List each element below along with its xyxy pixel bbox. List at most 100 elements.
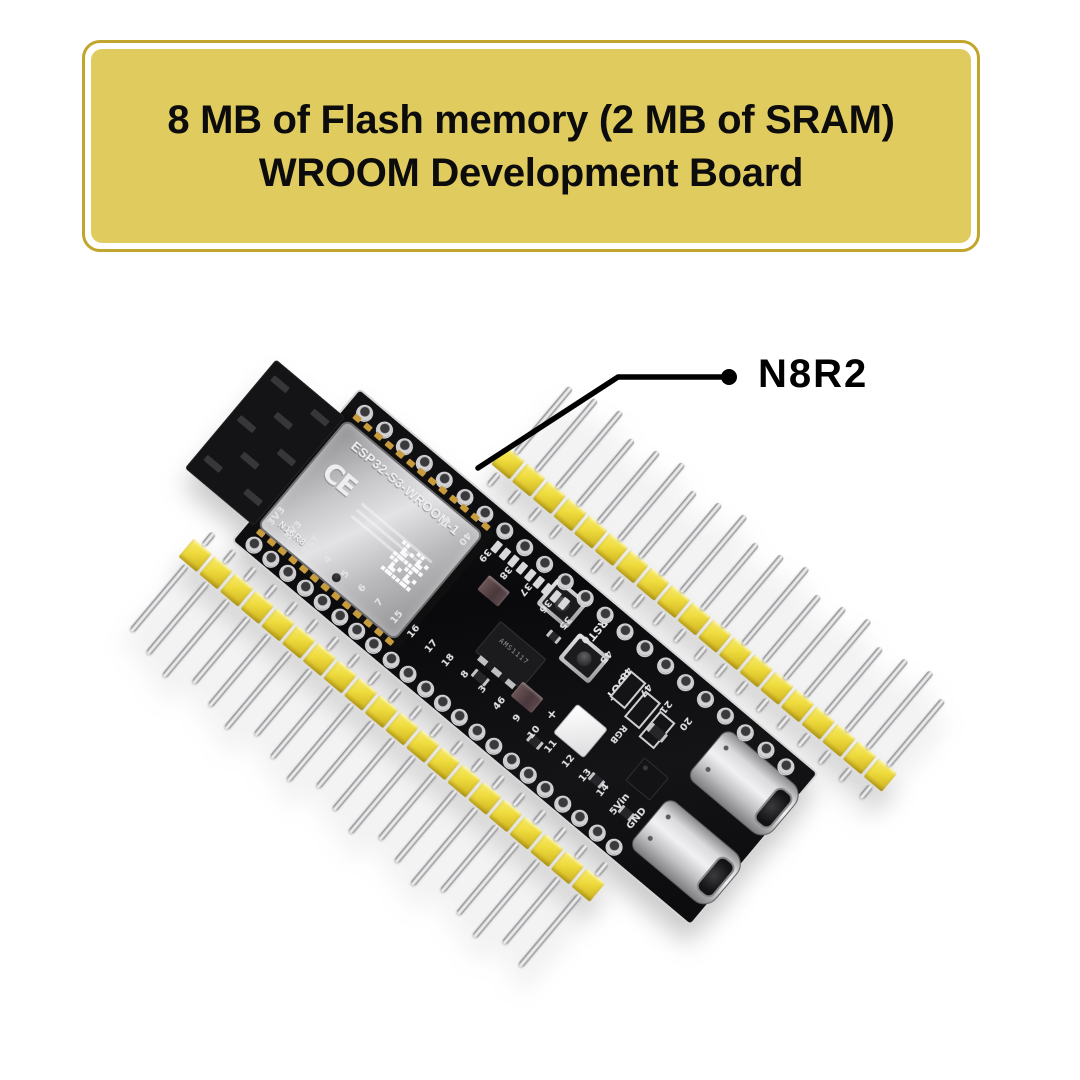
antenna-meander xyxy=(236,414,257,434)
callout-dot xyxy=(721,369,737,385)
through-hole xyxy=(614,621,636,643)
header-pin xyxy=(761,593,822,664)
header-pin xyxy=(408,704,424,721)
header-pin xyxy=(734,679,750,696)
through-hole xyxy=(535,778,557,800)
header-pin xyxy=(616,461,686,543)
header-pin xyxy=(699,541,760,612)
header-pin xyxy=(222,548,237,565)
header-pin xyxy=(858,783,874,800)
header-pin xyxy=(637,489,698,560)
header-pin xyxy=(223,650,293,731)
through-hole xyxy=(675,671,697,693)
header-pin xyxy=(470,756,486,773)
regulator-label: AMS1117 xyxy=(497,636,531,667)
header-pin xyxy=(387,687,403,704)
header-pin xyxy=(428,722,444,739)
header-pin xyxy=(740,565,810,647)
through-hole xyxy=(414,677,437,699)
title-banner-inner: 8 MB of Flash memory (2 MB of SRAM) WROO… xyxy=(91,49,971,243)
header-pin xyxy=(511,791,527,808)
header-pin xyxy=(507,488,522,505)
header-pin xyxy=(713,662,729,679)
through-hole xyxy=(603,836,625,858)
through-hole xyxy=(552,793,574,815)
through-hole xyxy=(586,821,608,843)
qr-cell xyxy=(397,566,403,573)
header-pin xyxy=(304,617,320,634)
header-pin xyxy=(823,645,884,716)
header-pin xyxy=(449,739,465,756)
header-pin xyxy=(285,702,355,783)
through-hole xyxy=(432,692,454,714)
header-pin xyxy=(802,617,872,699)
header-pin xyxy=(527,506,543,523)
antenna-meander xyxy=(203,454,224,473)
qr-cell xyxy=(423,564,430,571)
header-pin xyxy=(573,843,589,860)
ce-mark: CE xyxy=(315,456,362,503)
through-hole xyxy=(517,764,540,786)
through-hole xyxy=(569,807,591,829)
antenna-meander xyxy=(276,448,297,467)
header-pin xyxy=(534,397,599,473)
header-pin xyxy=(651,610,667,627)
header-pin xyxy=(552,826,568,843)
title-banner: 8 MB of Flash memory (2 MB of SRAM) WROO… xyxy=(82,40,980,252)
callout-label: N8R2 xyxy=(758,352,869,396)
through-hole xyxy=(494,519,516,542)
rgb-label: RGB xyxy=(607,722,629,746)
header-pin xyxy=(315,719,376,790)
header-pin xyxy=(366,669,382,687)
antenna-meander xyxy=(243,488,263,507)
header-pin xyxy=(161,597,231,679)
antenna-meander xyxy=(309,408,330,427)
header-pin xyxy=(569,540,585,557)
antenna-meander xyxy=(239,451,260,470)
header-pin xyxy=(513,385,574,456)
through-hole xyxy=(654,654,677,676)
header-pin xyxy=(596,449,661,525)
header-pin xyxy=(490,774,506,791)
header-pin xyxy=(678,513,748,595)
header-pin xyxy=(207,632,272,708)
header-pin xyxy=(284,600,299,617)
header-pin xyxy=(838,766,853,783)
header-pin xyxy=(885,697,946,768)
header-pin xyxy=(486,471,502,488)
header-pin xyxy=(796,731,812,748)
header-pin xyxy=(554,409,624,491)
header-pin xyxy=(865,669,934,751)
header-pin xyxy=(377,771,438,842)
header-pin xyxy=(631,592,647,609)
header-pin xyxy=(191,615,252,686)
through-hole xyxy=(514,536,536,558)
header-pin xyxy=(439,823,500,894)
header-pin xyxy=(145,580,210,656)
antenna-meander xyxy=(273,411,294,430)
header-pin xyxy=(346,652,361,669)
header-pin xyxy=(471,858,541,939)
header-pin xyxy=(548,523,564,540)
header-pin xyxy=(658,501,723,577)
header-pin xyxy=(755,696,771,714)
through-hole xyxy=(500,749,522,771)
qr-cell xyxy=(417,571,424,578)
header-pin xyxy=(782,605,847,681)
through-hole xyxy=(449,706,471,728)
header-pin xyxy=(393,788,459,864)
header-pin xyxy=(269,684,334,760)
through-hole xyxy=(397,663,419,685)
header-pin xyxy=(242,565,258,582)
header-pin xyxy=(455,840,521,917)
qr-cell xyxy=(411,578,418,585)
through-hole xyxy=(634,637,657,660)
through-hole xyxy=(380,649,402,671)
header-pin xyxy=(201,531,217,548)
antenna-meander xyxy=(270,375,290,394)
qr-cell xyxy=(409,552,415,559)
through-hole xyxy=(483,735,505,757)
banner-title-line2: WROOM Development Board xyxy=(258,150,804,195)
header-pin xyxy=(532,808,548,825)
through-hole xyxy=(466,721,488,743)
